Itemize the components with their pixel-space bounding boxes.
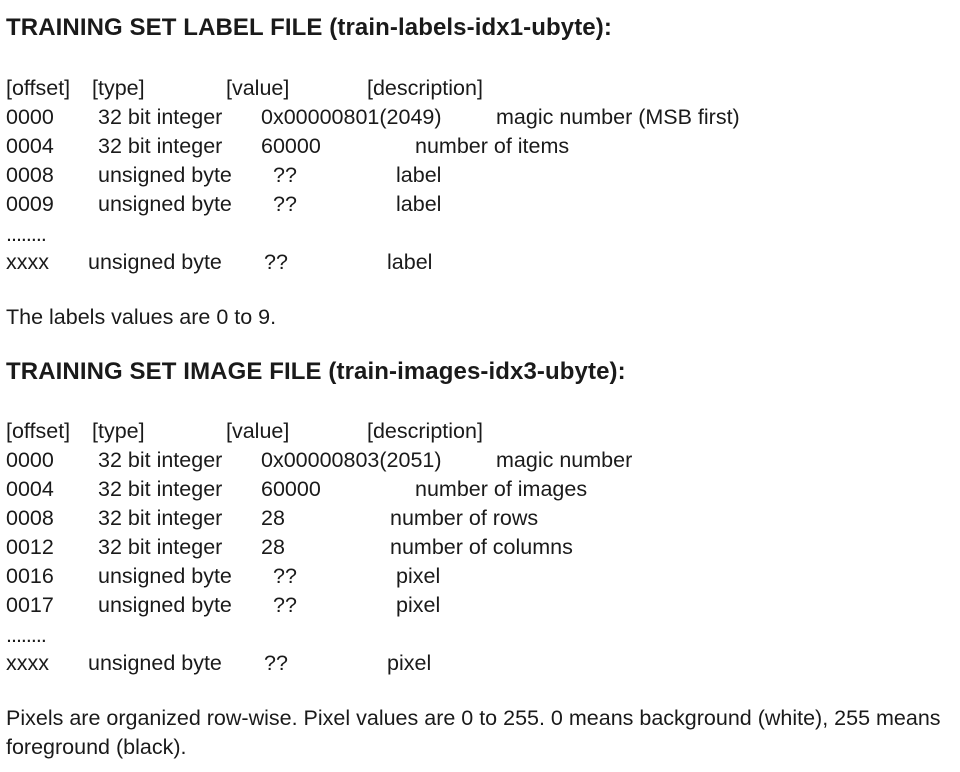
row-value: 28 bbox=[261, 506, 285, 530]
row-description: number of images bbox=[415, 477, 588, 501]
image-table-header: [offset] [type] [value] [description] bbox=[6, 419, 956, 448]
row-value: ?? bbox=[273, 593, 297, 617]
table-row: 0000 32 bit integer 0x00000801(2049) mag… bbox=[6, 105, 956, 134]
row-description: number of items bbox=[415, 134, 570, 158]
table-row: 0009 unsigned byte ?? label bbox=[6, 192, 956, 221]
row-offset: 0000 bbox=[6, 448, 54, 472]
label-note: The labels values are 0 to 9. bbox=[6, 305, 277, 329]
row-offset: 0004 bbox=[6, 477, 54, 501]
table-row: 0012 32 bit integer 28 number of columns bbox=[6, 535, 956, 564]
row-offset: 0017 bbox=[6, 593, 54, 617]
row-type: unsigned byte bbox=[88, 651, 222, 675]
row-offset: 0016 bbox=[6, 564, 54, 588]
table-row: xxxx unsigned byte ?? label bbox=[6, 250, 956, 279]
row-value: ?? bbox=[273, 163, 297, 187]
row-value: 0x00000801(2049) bbox=[261, 105, 442, 129]
row-value: 0x00000803(2051) bbox=[261, 448, 442, 472]
row-type: unsigned byte bbox=[98, 163, 232, 187]
ellipsis: ........ bbox=[6, 623, 47, 647]
row-value: 60000 bbox=[261, 134, 321, 158]
row-description: label bbox=[396, 192, 442, 216]
row-value: ?? bbox=[264, 651, 288, 675]
row-offset: 0012 bbox=[6, 535, 54, 559]
row-description: number of rows bbox=[390, 506, 539, 530]
table-row: 0008 32 bit integer 28 number of rows bbox=[6, 506, 956, 535]
header-value: [value] bbox=[226, 419, 290, 443]
row-offset: xxxx bbox=[6, 651, 49, 675]
row-value: ?? bbox=[264, 250, 288, 274]
header-type: [type] bbox=[92, 419, 145, 443]
row-description: pixel bbox=[387, 651, 432, 675]
header-description: [description] bbox=[367, 76, 483, 100]
row-description: label bbox=[396, 163, 442, 187]
header-description: [description] bbox=[367, 419, 483, 443]
row-value: 28 bbox=[261, 535, 285, 559]
table-row: 0004 32 bit integer 60000 number of item… bbox=[6, 134, 956, 163]
row-value: ?? bbox=[273, 564, 297, 588]
row-type: 32 bit integer bbox=[98, 506, 223, 530]
row-offset: 0000 bbox=[6, 105, 54, 129]
image-section-title: TRAINING SET IMAGE FILE (train-images-id… bbox=[6, 358, 626, 385]
table-row: 0000 32 bit integer 0x00000803(2051) mag… bbox=[6, 448, 956, 477]
table-row: xxxx unsigned byte ?? pixel bbox=[6, 651, 956, 680]
header-value: [value] bbox=[226, 76, 290, 100]
row-type: 32 bit integer bbox=[98, 477, 223, 501]
table-row: 0008 unsigned byte ?? label bbox=[6, 163, 956, 192]
header-offset: [offset] bbox=[6, 419, 71, 443]
row-value: 60000 bbox=[261, 477, 321, 501]
row-offset: 0004 bbox=[6, 134, 54, 158]
row-type: unsigned byte bbox=[98, 192, 232, 216]
table-row: 0017 unsigned byte ?? pixel bbox=[6, 593, 956, 622]
row-value: ?? bbox=[273, 192, 297, 216]
row-offset: xxxx bbox=[6, 250, 49, 274]
row-offset: 0008 bbox=[6, 163, 54, 187]
label-section-title: TRAINING SET LABEL FILE (train-labels-id… bbox=[6, 14, 612, 41]
row-description: number of columns bbox=[390, 535, 573, 559]
ellipsis: ........ bbox=[6, 222, 47, 246]
row-type: 32 bit integer bbox=[98, 448, 223, 472]
table-row: 0016 unsigned byte ?? pixel bbox=[6, 564, 956, 593]
row-description: label bbox=[387, 250, 433, 274]
row-type: unsigned byte bbox=[98, 593, 232, 617]
header-offset: [offset] bbox=[6, 76, 71, 100]
header-type: [type] bbox=[92, 76, 145, 100]
row-offset: 0008 bbox=[6, 506, 54, 530]
row-type: 32 bit integer bbox=[98, 535, 223, 559]
row-type: 32 bit integer bbox=[98, 105, 223, 129]
label-table-header: [offset] [type] [value] [description] bbox=[6, 76, 956, 105]
table-row: 0004 32 bit integer 60000 number of imag… bbox=[6, 477, 956, 506]
row-description: magic number (MSB first) bbox=[496, 105, 740, 129]
row-offset: 0009 bbox=[6, 192, 54, 216]
row-type: unsigned byte bbox=[98, 564, 232, 588]
row-description: pixel bbox=[396, 593, 441, 617]
row-description: magic number bbox=[496, 448, 633, 472]
row-type: 32 bit integer bbox=[98, 134, 223, 158]
row-type: unsigned byte bbox=[88, 250, 222, 274]
image-note: Pixels are organized row-wise. Pixel val… bbox=[6, 706, 941, 759]
row-description: pixel bbox=[396, 564, 441, 588]
